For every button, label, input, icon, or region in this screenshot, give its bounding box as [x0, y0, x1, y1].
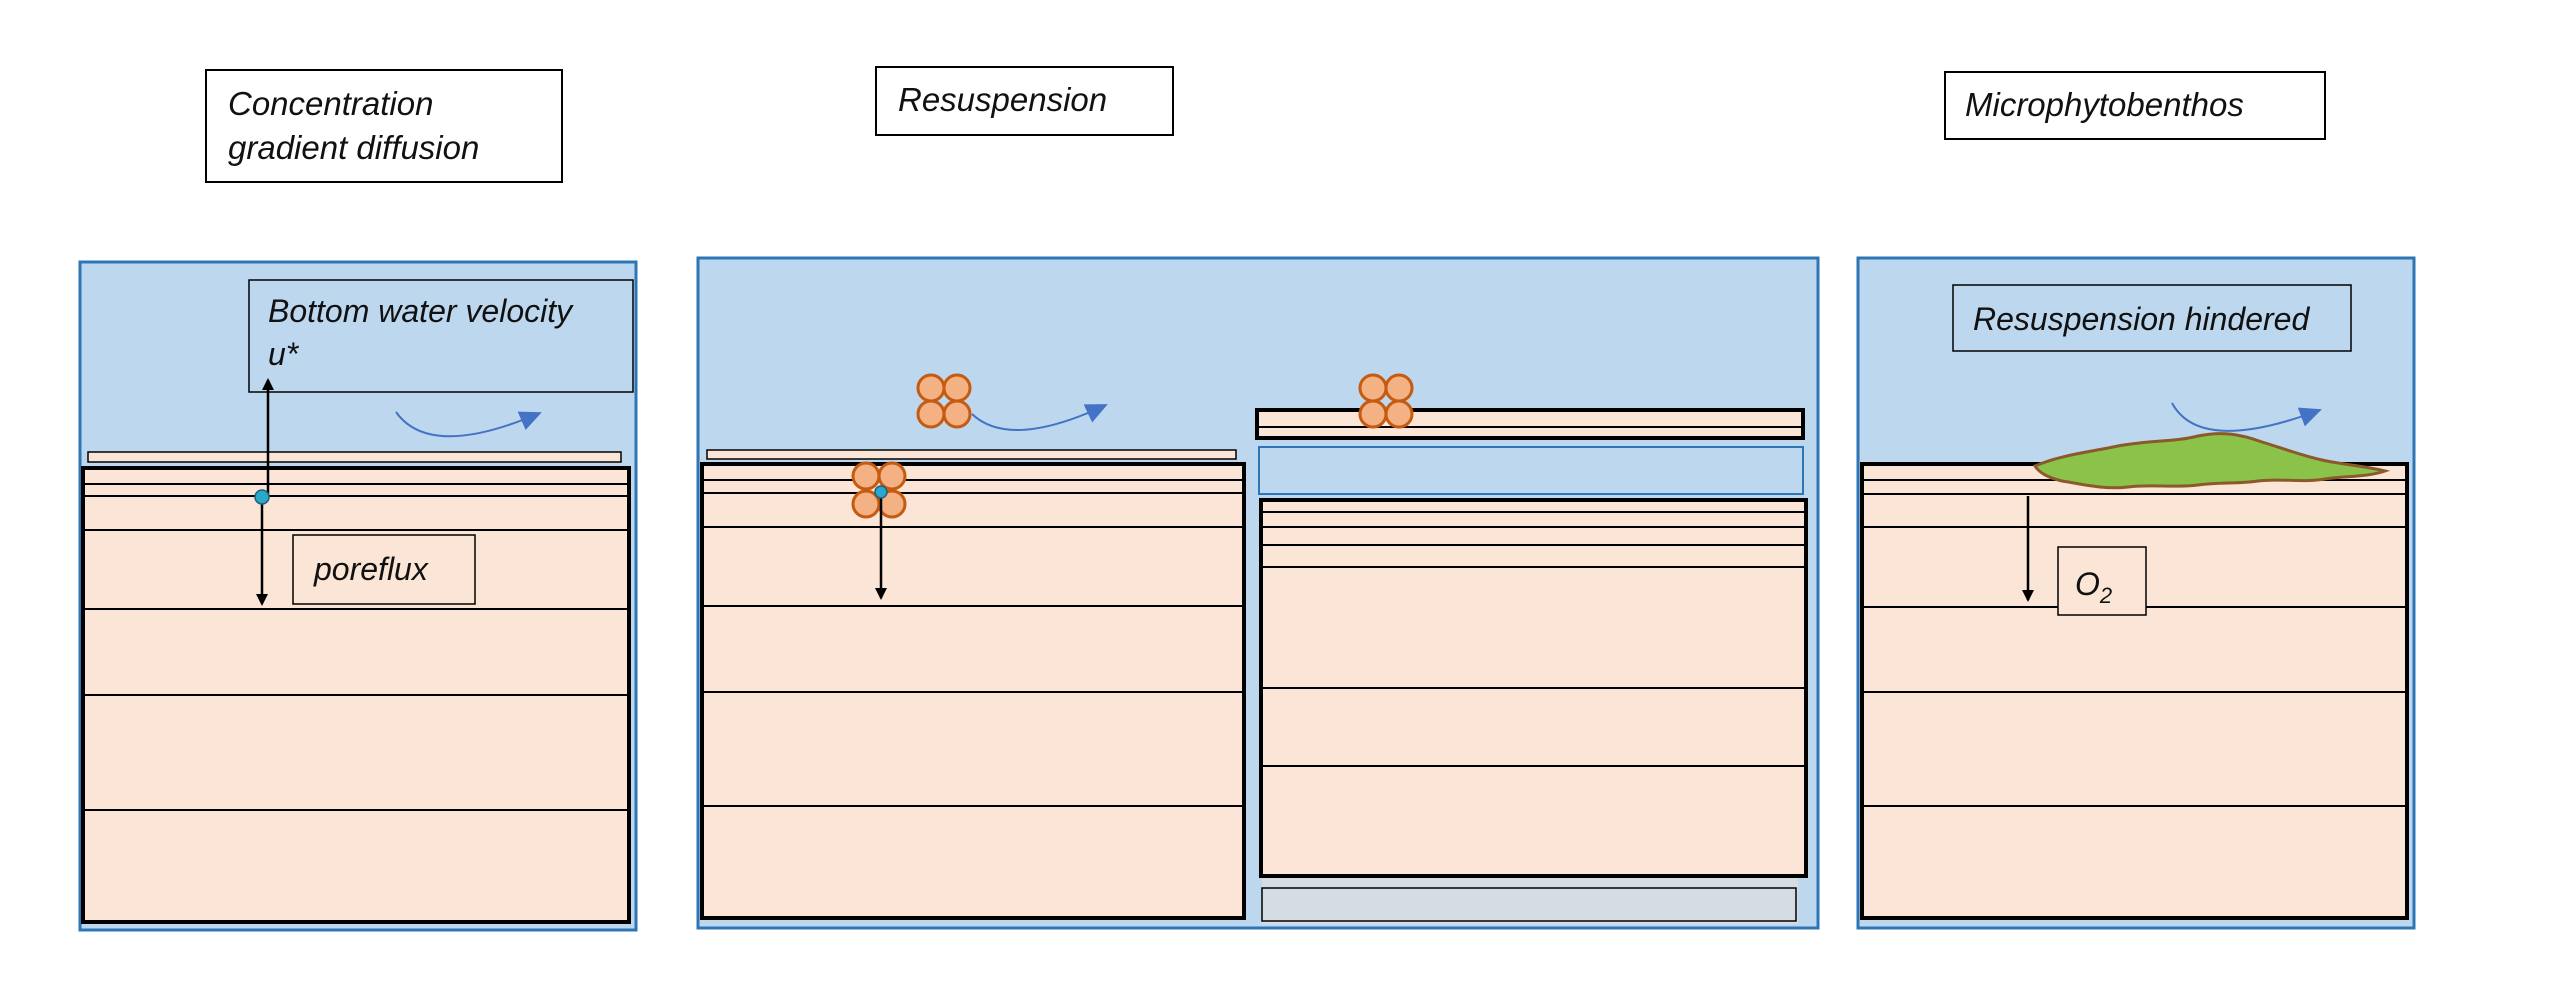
- resuspended-particle-cluster: [1358, 373, 1414, 429]
- sediment-block-left: [700, 462, 1246, 920]
- poreflux-label-box: poreflux: [292, 534, 476, 605]
- surface-slab: [706, 449, 1237, 460]
- algal-mat: [2032, 432, 2391, 490]
- flow-arrow: [2171, 402, 2322, 432]
- solute-dot: [254, 489, 270, 505]
- flow-arrow: [971, 404, 1108, 431]
- oxygen-label-box: O2: [2057, 546, 2147, 616]
- sediment-block: [81, 466, 631, 924]
- velocity-label-line-2: u*: [268, 336, 300, 372]
- velocity-label-box: Bottom water velocity u*: [248, 279, 634, 393]
- suspended-particle-cluster: [916, 373, 972, 429]
- panel-microphytobenthos: Microphytobenthos Resuspension hindered …: [1856, 71, 2416, 930]
- sediment-particle-cluster: [851, 461, 907, 519]
- diffusion-title-line-1: Concentration: [228, 85, 433, 122]
- oxygen-subscript: 2: [2099, 583, 2112, 608]
- panel-resuspension: Resuspension: [696, 66, 1820, 930]
- sediment-block: [1860, 462, 2409, 920]
- diffusion-title-box: Concentration gradient diffusion: [205, 69, 563, 183]
- panel-diffusion: Concentration gradient diffusion Bottom …: [78, 69, 638, 932]
- solute-dot: [874, 485, 888, 499]
- surface-slab: [87, 451, 622, 463]
- gray-slab-outline: [1261, 887, 1797, 922]
- resuspension-title-box: Resuspension: [875, 66, 1174, 136]
- sediment-block-right: [1259, 498, 1808, 878]
- oxygen-label: O2: [2075, 566, 2112, 608]
- microphytobenthos-title: Microphytobenthos: [1965, 86, 2244, 123]
- diffusion-title-line-2: gradient diffusion: [228, 129, 479, 166]
- resuspension-hindered-box: Resuspension hindered: [1952, 284, 2352, 352]
- flow-arrow: [395, 411, 542, 438]
- eroded-gap: [1258, 446, 1804, 495]
- velocity-label-line-1: Bottom water velocity: [268, 293, 574, 329]
- resuspension-hindered-label: Resuspension hindered: [1973, 301, 2310, 337]
- resuspension-title: Resuspension: [898, 81, 1107, 118]
- poreflux-label: poreflux: [313, 551, 429, 587]
- oxygen-symbol: O: [2075, 566, 2100, 602]
- resuspended-surface-layer: [1255, 408, 1805, 440]
- microphytobenthos-title-box: Microphytobenthos: [1944, 71, 2326, 140]
